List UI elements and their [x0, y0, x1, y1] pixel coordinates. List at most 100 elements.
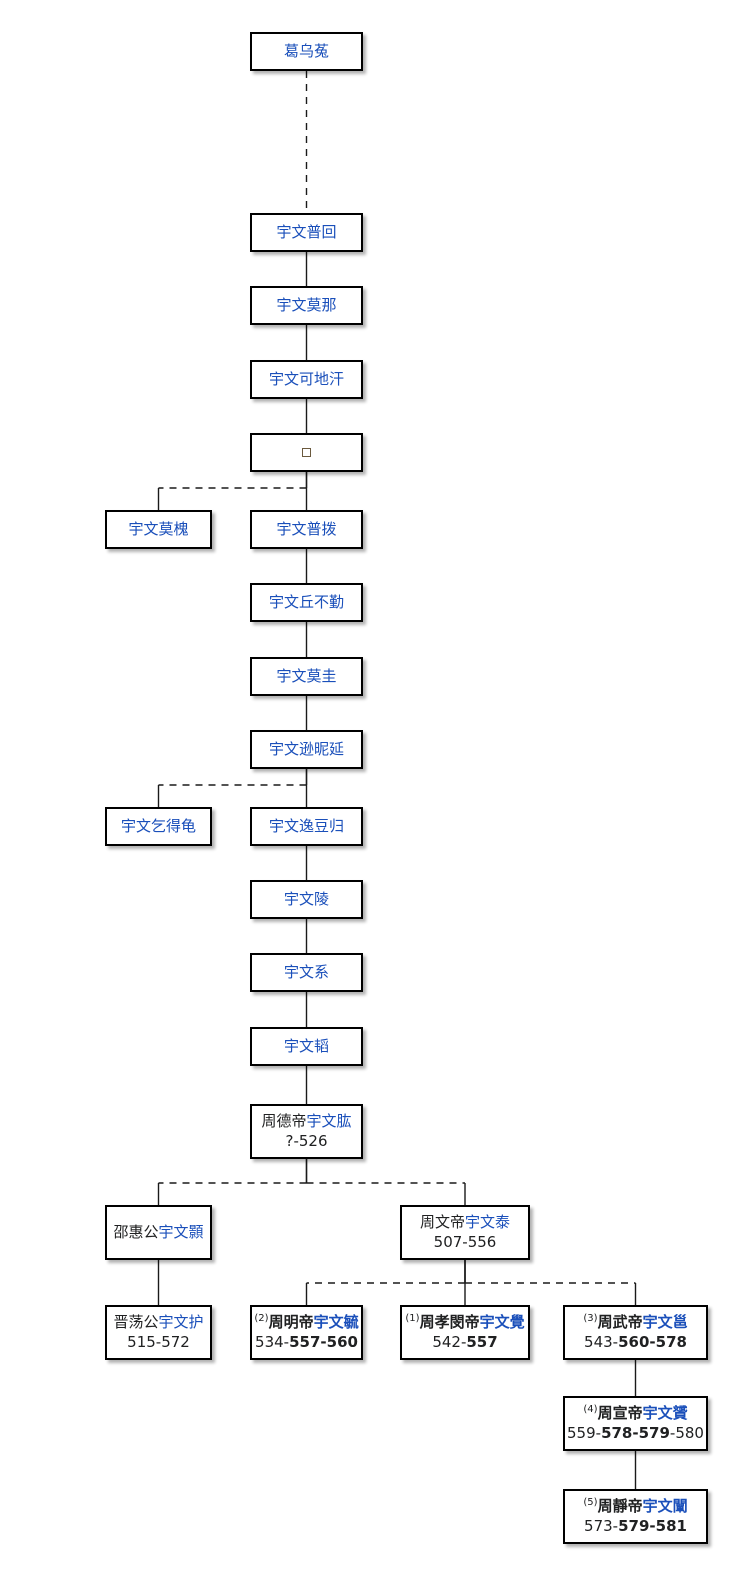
title-text: 周靜帝	[597, 1497, 643, 1516]
node-yuwen-yidougui[interactable]: 宇文逸豆归	[250, 807, 363, 846]
person-name-link[interactable]: 宇文乞得龟	[120, 816, 196, 835]
node-name-line: 宇文丘不勤	[269, 593, 344, 612]
node-dates-line: 559-578-579-580	[567, 1424, 704, 1443]
title-text: 507-556	[433, 1232, 497, 1251]
person-name-link[interactable]: 宇文系	[283, 962, 329, 981]
node-yuwen-mogui[interactable]: 宇文莫圭	[250, 657, 363, 696]
node-yuwen-qidegui[interactable]: 宇文乞得龟	[105, 807, 212, 846]
title-text: 周宣帝	[597, 1404, 643, 1423]
node-name-line: 晋荡公宇文护	[113, 1313, 203, 1332]
person-name-link[interactable]: 宇文陵	[283, 889, 329, 908]
node-dates-line: 515-572	[127, 1333, 190, 1352]
node-dates-line: 573-579-581	[584, 1517, 687, 1536]
node-unknown-box[interactable]	[250, 433, 363, 472]
node-yuwen-mona[interactable]: 宇文莫那	[250, 286, 363, 325]
person-name-link[interactable]: 宇文邕	[642, 1313, 688, 1332]
node-zhou-dedi[interactable]: 周德帝宇文肱?-526	[250, 1104, 363, 1159]
person-name-link[interactable]: 宇文覺	[479, 1313, 525, 1332]
node-yuwen-xunniyan[interactable]: 宇文逊昵延	[250, 730, 363, 769]
node-yuwen-pubo[interactable]: 宇文普拨	[250, 510, 363, 549]
title-text: 578-579	[601, 1423, 670, 1442]
succession-ordinal: (2)	[254, 1313, 269, 1325]
node-name-line: 宇文普回	[276, 223, 336, 242]
title-text: 573-	[584, 1516, 619, 1535]
title-text: 邵惠公	[113, 1222, 159, 1241]
title-text: 560-578	[618, 1332, 687, 1351]
title-text: 周文帝	[419, 1213, 465, 1232]
unknown-name-placeholder-icon	[302, 447, 311, 457]
node-yuwen-qiubuqin[interactable]: 宇文丘不勤	[250, 583, 363, 622]
title-text: 周武帝	[597, 1313, 643, 1332]
node-dates-line: 534-557-560	[255, 1333, 358, 1352]
person-name-link[interactable]: 宇文顥	[158, 1222, 204, 1241]
succession-ordinal: (1)	[405, 1313, 420, 1325]
node-yuwen-puhui[interactable]: 宇文普回	[250, 213, 363, 252]
succession-ordinal: (5)	[583, 1497, 598, 1509]
node-name-line: (3)周武帝宇文邕	[583, 1313, 687, 1332]
person-name-link[interactable]: 宇文普拨	[276, 519, 337, 538]
node-name-line: 宇文逊昵延	[269, 740, 344, 759]
title-text: 晋荡公	[113, 1313, 159, 1332]
node-name-line: 宇文韬	[284, 1037, 329, 1056]
succession-ordinal: (4)	[583, 1404, 598, 1416]
node-name-line: 周文帝宇文泰	[420, 1213, 510, 1232]
person-name-link[interactable]: 宇文普回	[276, 222, 337, 241]
title-text: -580	[669, 1423, 704, 1442]
node-name-line	[302, 443, 311, 462]
node-yuwen-xi[interactable]: 宇文系	[250, 953, 363, 992]
succession-ordinal: (3)	[583, 1313, 598, 1325]
person-name-link[interactable]: 宇文泰	[465, 1213, 511, 1232]
title-text: 534-	[255, 1332, 290, 1351]
node-yuwen-ling[interactable]: 宇文陵	[250, 880, 363, 919]
node-name-line: (1)周孝閔帝宇文覺	[405, 1313, 524, 1332]
title-text: 542-	[432, 1332, 467, 1351]
node-yuwen-tao[interactable]: 宇文韬	[250, 1027, 363, 1066]
node-dates-line: 507-556	[434, 1233, 497, 1252]
node-ge-wu-tu[interactable]: 葛乌菟	[250, 32, 363, 71]
node-name-line: 宇文莫槐	[128, 520, 188, 539]
node-name-line: 宇文乞得龟	[121, 817, 196, 836]
title-text: 543-	[584, 1332, 619, 1351]
person-name-link[interactable]: 宇文肱	[306, 1112, 352, 1131]
person-name-link[interactable]: 宇文丘不勤	[268, 592, 344, 611]
title-text: 557	[466, 1332, 498, 1351]
node-dates-line: 542-557	[432, 1333, 497, 1352]
person-name-link[interactable]: 宇文逸豆归	[268, 816, 344, 835]
person-name-link[interactable]: 宇文闡	[642, 1497, 688, 1516]
node-name-line: (2)周明帝宇文毓	[254, 1313, 358, 1332]
node-dates-line: 543-560-578	[584, 1333, 687, 1352]
node-shao-huigong[interactable]: 邵惠公宇文顥	[105, 1205, 212, 1260]
person-name-link[interactable]: 宇文护	[158, 1313, 204, 1332]
person-name-link[interactable]: 宇文可地汗	[268, 369, 344, 388]
person-name-link[interactable]: 宇文贇	[642, 1404, 688, 1423]
node-yuwen-mohuai[interactable]: 宇文莫槐	[105, 510, 212, 549]
node-name-line: 宇文可地汗	[269, 370, 344, 389]
person-name-link[interactable]: 宇文莫那	[276, 295, 337, 314]
person-name-link[interactable]: 宇文莫圭	[276, 666, 337, 685]
node-dates-line: ?-526	[285, 1132, 327, 1151]
person-name-link[interactable]: 葛乌菟	[283, 41, 329, 60]
title-text: ?-526	[285, 1131, 328, 1150]
person-name-link[interactable]: 宇文逊昵延	[268, 739, 344, 758]
person-name-link[interactable]: 宇文莫槐	[128, 519, 189, 538]
node-name-line: 葛乌菟	[284, 42, 329, 61]
person-name-link[interactable]: 宇文韬	[283, 1036, 329, 1055]
node-name-line: 邵惠公宇文顥	[113, 1223, 203, 1242]
title-text: 周孝閔帝	[419, 1313, 480, 1332]
person-name-link[interactable]: 宇文毓	[313, 1313, 359, 1332]
title-text: 557-560	[289, 1332, 358, 1351]
node-name-line: 宇文普拨	[276, 520, 336, 539]
node-name-line: 宇文陵	[284, 890, 329, 909]
title-text: 515-572	[127, 1332, 190, 1351]
title-text: 579-581	[618, 1516, 687, 1535]
title-text: 周德帝	[261, 1112, 307, 1131]
node-yuwen-kedihan[interactable]: 宇文可地汗	[250, 360, 363, 399]
